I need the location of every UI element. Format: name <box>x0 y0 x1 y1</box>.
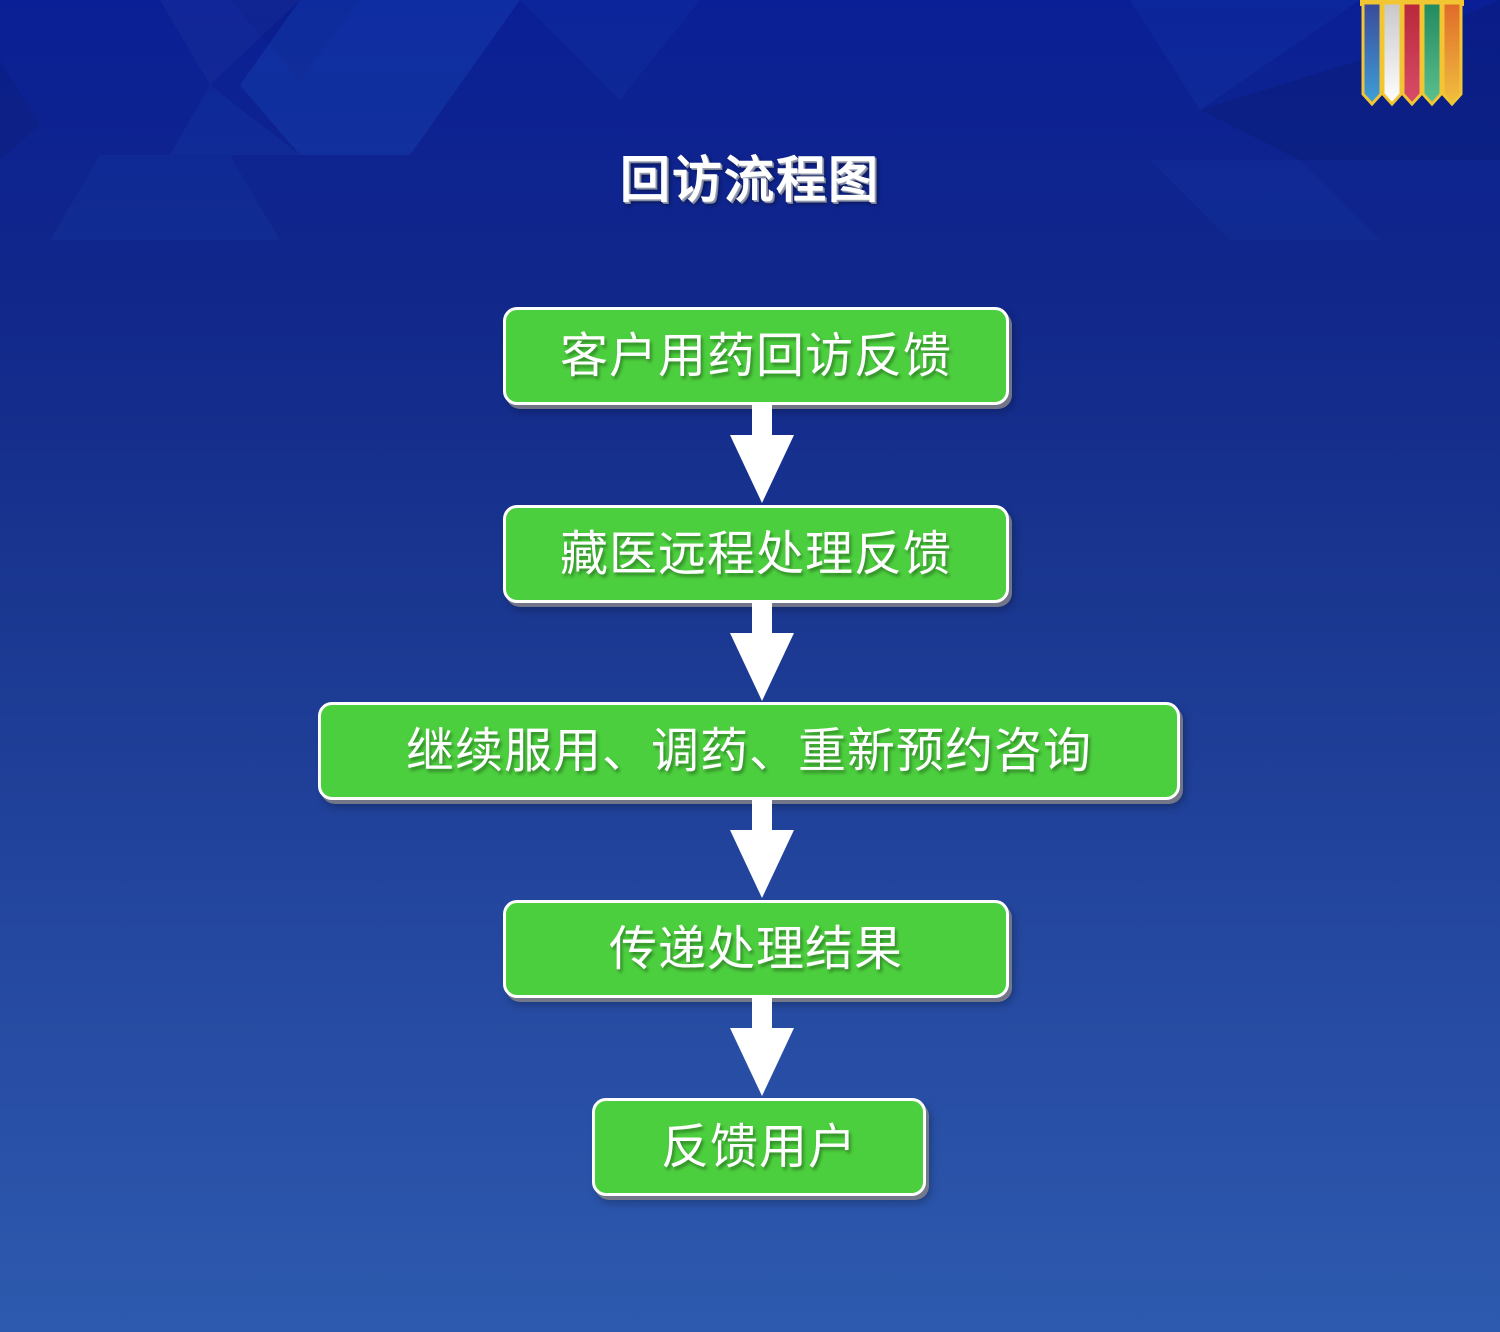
arrow-down-icon <box>730 800 794 900</box>
arrow-down-icon <box>730 998 794 1098</box>
arrow-down-icon <box>730 603 794 703</box>
flow-node-feedback-user: 反馈用户 <box>592 1098 926 1196</box>
arrow-down-icon <box>730 405 794 505</box>
flow-node-continue-adjust-rebook: 继续服用、调药、重新预约咨询 <box>318 702 1180 800</box>
diagram-title: 回访流程图 <box>620 151 880 209</box>
banner-logo-icon <box>1360 0 1464 110</box>
flow-node-deliver-result: 传递处理结果 <box>503 900 1009 998</box>
flow-node-remote-processing: 藏医远程处理反馈 <box>503 505 1009 603</box>
flow-node-client-feedback: 客户用药回访反馈 <box>503 307 1009 405</box>
